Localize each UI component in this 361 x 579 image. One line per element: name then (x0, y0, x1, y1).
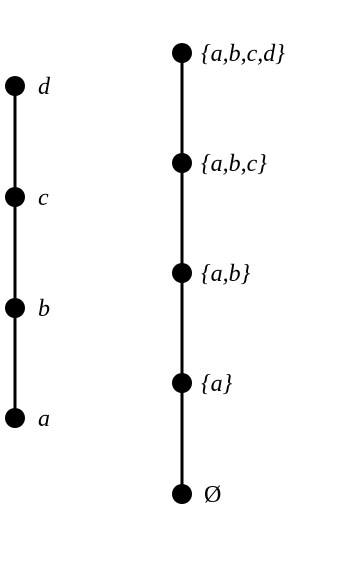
label-c: c (38, 185, 49, 211)
label-a-set: {a} (201, 371, 233, 397)
label-b: b (38, 296, 50, 322)
label-abcd: {a,b,c,d} (201, 41, 285, 67)
node-abc (172, 153, 192, 173)
node-d (5, 76, 25, 96)
label-empty-set: Ø (204, 482, 221, 508)
node-a-set (172, 373, 192, 393)
node-abcd (172, 43, 192, 63)
node-b (5, 298, 25, 318)
right-chain: {a,b,c,d} {a,b,c} {a,b} {a} Ø (172, 41, 285, 508)
label-d: d (38, 74, 51, 100)
left-chain: d c b a (5, 74, 51, 432)
label-a: a (38, 406, 50, 432)
label-abc: {a,b,c} (201, 151, 267, 177)
node-a (5, 408, 25, 428)
node-c (5, 187, 25, 207)
node-empty-set (172, 484, 192, 504)
node-ab (172, 263, 192, 283)
label-ab: {a,b} (201, 261, 251, 287)
